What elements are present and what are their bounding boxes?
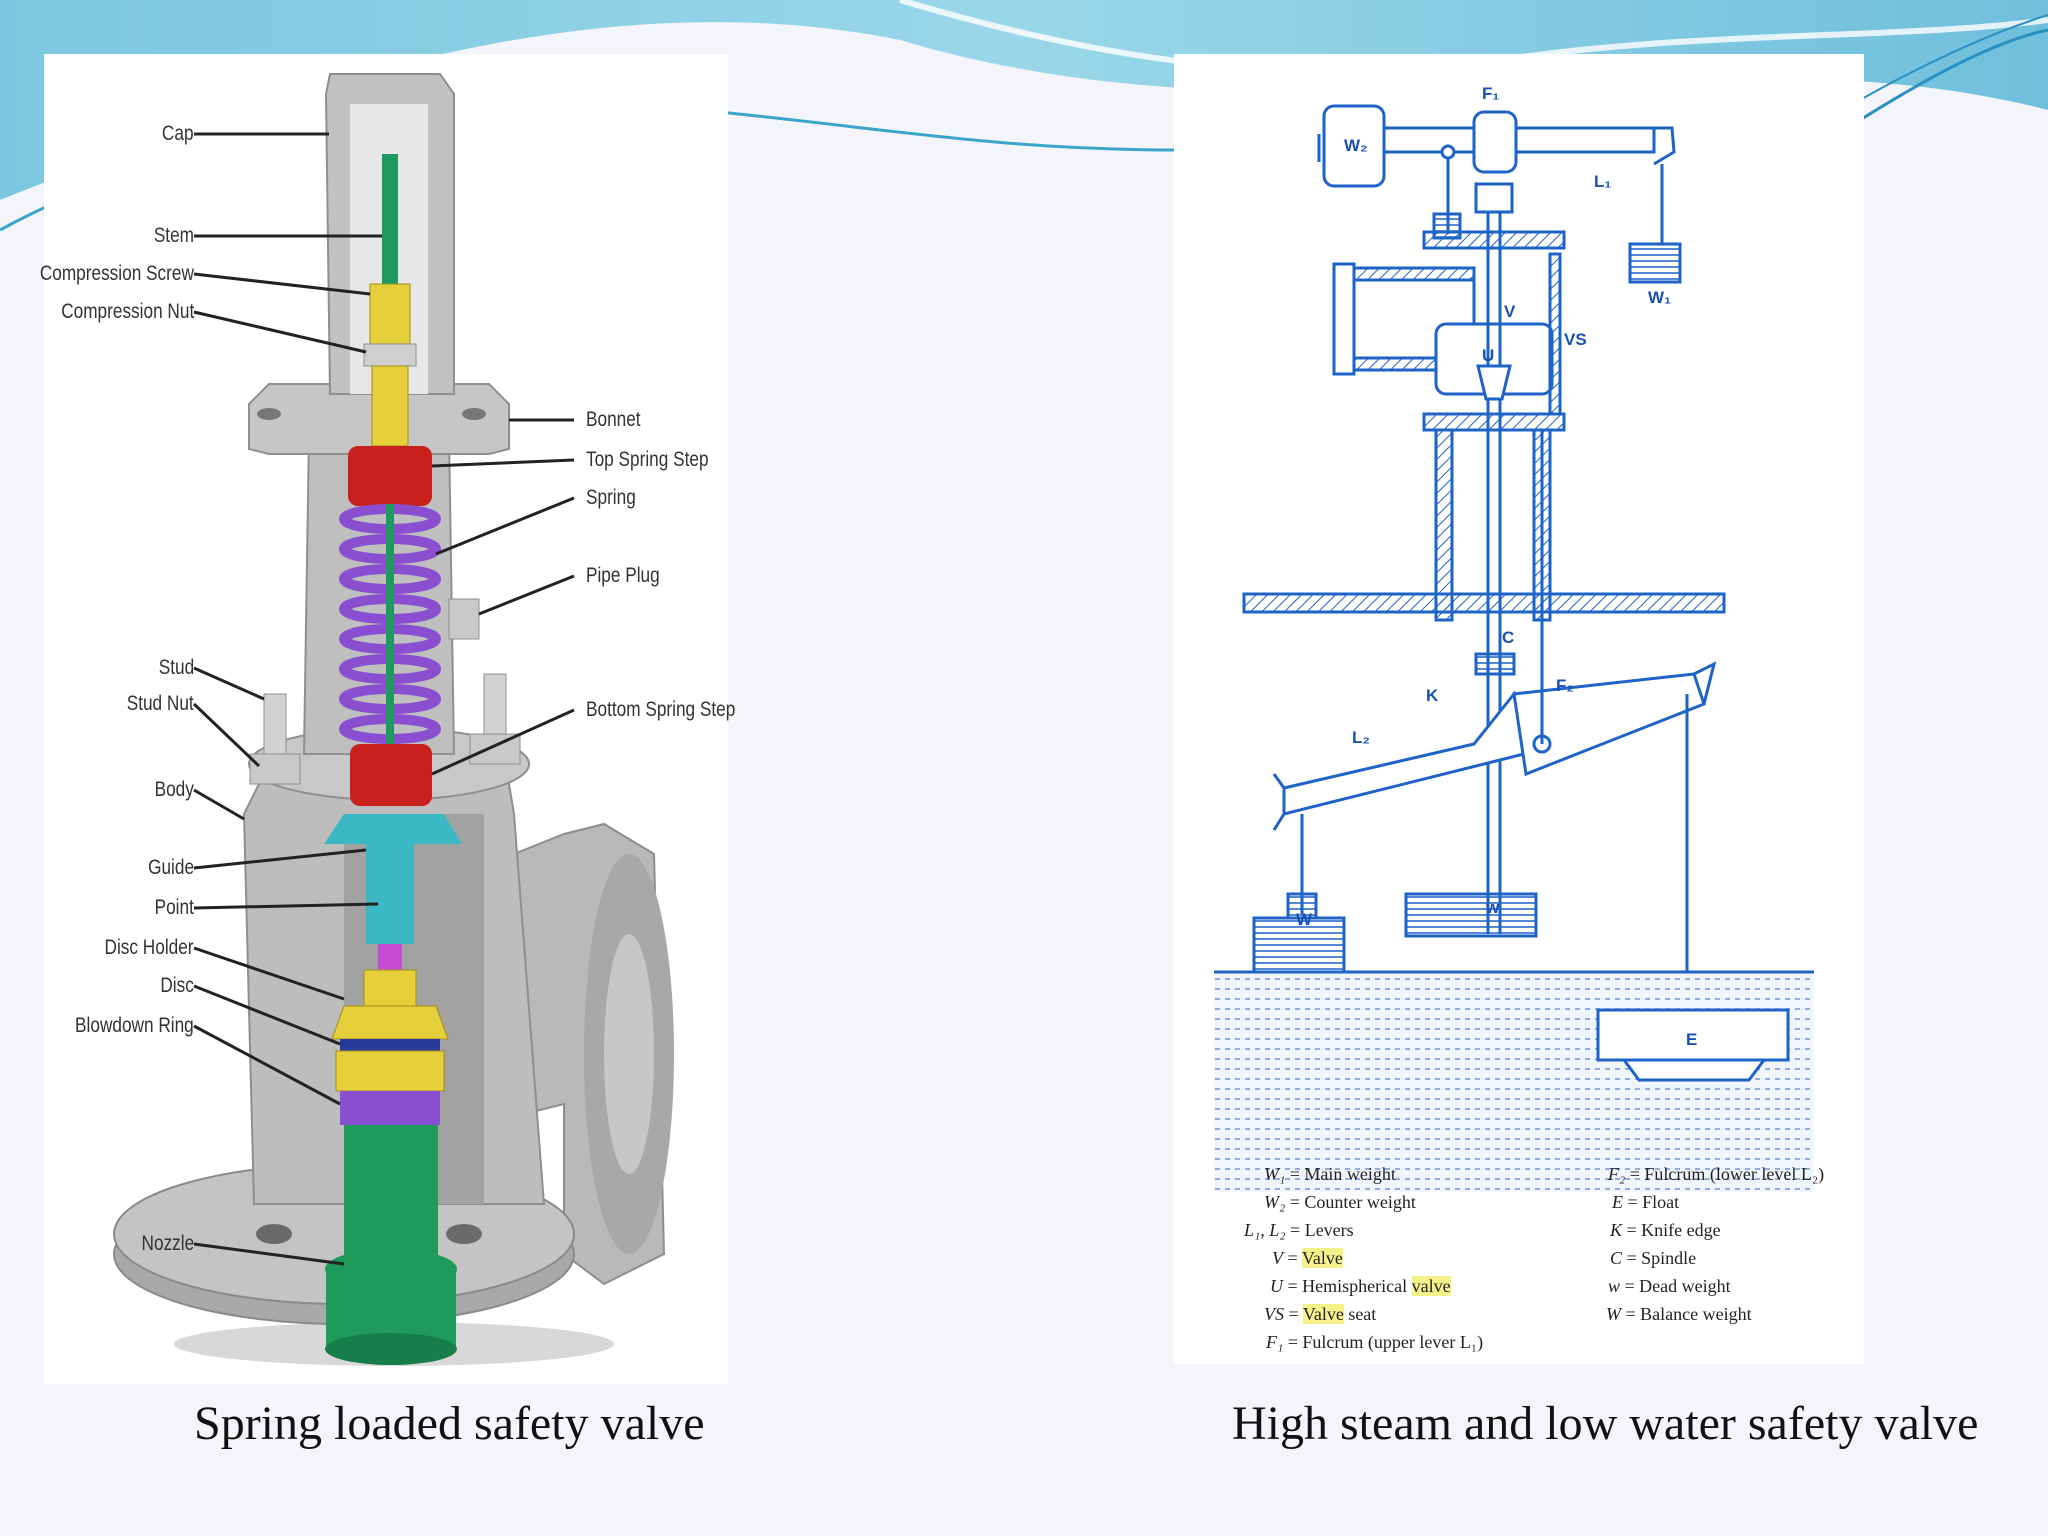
diagram-label-v: V xyxy=(1504,302,1516,321)
legend-item: V = Valve xyxy=(1272,1248,1343,1268)
legend-item: K = Knife edge xyxy=(1610,1220,1721,1240)
label-blowdown-ring: Blowdown Ring xyxy=(75,1014,194,1037)
diagram-label-l1: L₁ xyxy=(1594,172,1612,191)
diagram-label-w2: W₂ xyxy=(1344,136,1368,155)
legend-item: w = Dead weight xyxy=(1608,1276,1731,1296)
label-guide: Guide xyxy=(148,856,194,879)
diagram-label-w1: W₁ xyxy=(1648,288,1672,307)
spring-valve-figure: Cap Stem Compression Screw Compression N… xyxy=(40,54,735,1384)
legend-item: F₂ = Fulcrum (lower level L₂) xyxy=(1608,1164,1825,1184)
diagram-label-w-dead: w xyxy=(1486,898,1500,917)
caption-spring-valve: Spring loaded safety valve xyxy=(194,1397,705,1450)
legend-item: W = Balance weight xyxy=(1606,1304,1752,1324)
legend-item: W₁ = Main weight xyxy=(1264,1164,1396,1184)
label-stud: Stud xyxy=(158,656,194,679)
steam-valve-figure: F₁ L₁ W₂ W₁ V VS U C K F₂ L₂ W w E W₁ = … xyxy=(1174,54,1864,1364)
diagram-label-u: U xyxy=(1482,346,1495,365)
diagram-label-f1: F₁ xyxy=(1482,84,1500,103)
spring-valve-drawing xyxy=(113,73,674,1366)
legend-item: W₂ = Counter weight xyxy=(1264,1192,1416,1212)
legend-item: VS = Valve seat xyxy=(1264,1304,1377,1324)
label-stem: Stem xyxy=(153,224,194,247)
legend-item: U = Hemispherical valve xyxy=(1270,1276,1451,1296)
diagram-label-k: K xyxy=(1426,686,1439,705)
label-bottom-spring-step: Bottom Spring Step xyxy=(586,698,736,721)
legend-item: F₁ = Fulcrum (upper lever L₁) xyxy=(1266,1332,1484,1352)
label-cap: Cap xyxy=(162,122,194,145)
diagram-label-e: E xyxy=(1686,1030,1698,1049)
label-disc: Disc xyxy=(160,974,194,997)
diagram-label-c: C xyxy=(1502,628,1515,647)
label-compression-screw: Compression Screw xyxy=(39,262,194,285)
steam-valve-drawing xyxy=(1214,104,1814,1192)
label-stud-nut: Stud Nut xyxy=(126,692,194,715)
label-body: Body xyxy=(154,778,194,801)
legend-item: C = Spindle xyxy=(1610,1248,1697,1268)
label-nozzle: Nozzle xyxy=(141,1232,194,1255)
label-disc-holder: Disc Holder xyxy=(105,936,194,959)
label-compression-nut: Compression Nut xyxy=(60,300,194,323)
legend-item: L₁, L₂ = Levers xyxy=(1244,1220,1354,1240)
label-pipe-plug: Pipe Plug xyxy=(586,564,660,587)
label-top-spring-step: Top Spring Step xyxy=(586,448,709,471)
caption-steam-valve: High steam and low water safety valve xyxy=(1232,1397,1979,1450)
diagram-label-w-balance: W xyxy=(1296,910,1313,929)
legend-item: E = Float xyxy=(1612,1192,1680,1212)
label-spring: Spring xyxy=(586,486,636,509)
diagram-label-f2: F₂ xyxy=(1556,676,1574,695)
label-point: Point xyxy=(154,896,194,919)
diagram-label-l2: L₂ xyxy=(1352,728,1370,747)
label-bonnet: Bonnet xyxy=(586,408,641,431)
diagram-label-vs: VS xyxy=(1564,330,1587,349)
